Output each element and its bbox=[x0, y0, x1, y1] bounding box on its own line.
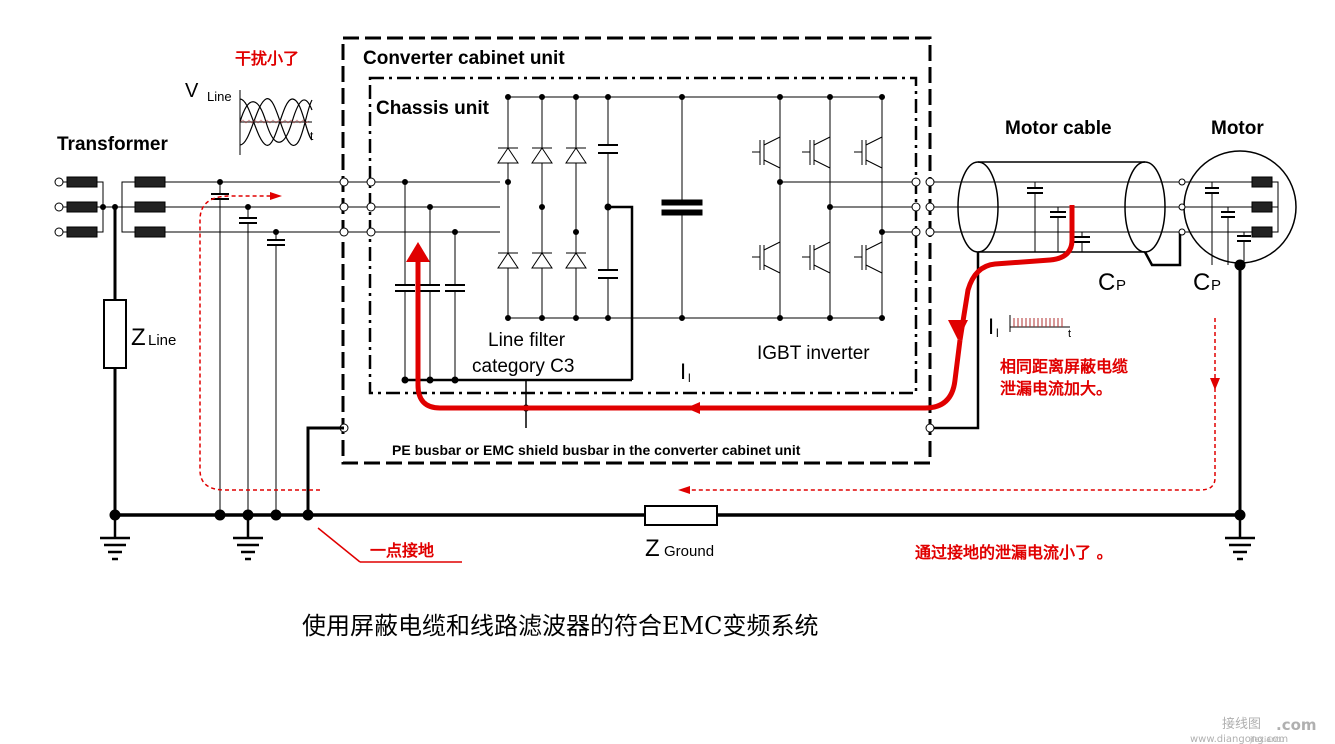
il2-subscript: l bbox=[996, 326, 999, 340]
pulse-time-label: t bbox=[1068, 328, 1071, 340]
annotation-leakage-ground: 通过接地的泄漏电流小了 。 bbox=[915, 543, 1113, 562]
motor-symbol bbox=[1178, 150, 1297, 515]
dc-link-capacitors bbox=[598, 94, 703, 380]
rectifier-bridge bbox=[497, 94, 882, 321]
line-filter-label: Line filter bbox=[488, 330, 566, 351]
il2-label: I bbox=[988, 314, 994, 339]
earth-symbols bbox=[100, 515, 1255, 561]
annotation-less-interference: 干扰小了 bbox=[235, 49, 299, 68]
cp2-subscript: P bbox=[1211, 277, 1221, 294]
watermark-domain: .com bbox=[1276, 716, 1317, 734]
zline-label: Z bbox=[131, 324, 146, 351]
waveform-time-label: t bbox=[310, 129, 314, 143]
ground-busbar bbox=[109, 380, 1246, 526]
igbt-label: IGBT inverter bbox=[757, 343, 870, 364]
cp1-subscript: P bbox=[1116, 277, 1126, 294]
line-filter-category: category C3 bbox=[472, 356, 574, 377]
zground-label: Z bbox=[645, 535, 660, 562]
annotation-single-point-ground: 一点接地 bbox=[370, 541, 434, 560]
il-subscript: l bbox=[688, 371, 691, 385]
vline-label: V bbox=[185, 80, 199, 102]
motor-cable-label: Motor cable bbox=[1005, 118, 1112, 139]
converter-cabinet-label: Converter cabinet unit bbox=[363, 48, 565, 69]
line-filter bbox=[395, 179, 632, 384]
diagram-caption: 使用屏蔽电缆和线路滤波器的符合EMC变频系统 bbox=[302, 612, 818, 640]
cp2-label: C bbox=[1193, 269, 1210, 296]
converter-cabinet-outline bbox=[341, 36, 932, 465]
watermark-sub: jiexiantu bbox=[1249, 735, 1284, 744]
vline-waveform bbox=[239, 90, 313, 155]
cp1-label: C bbox=[1098, 269, 1115, 296]
watermark-url: www.diangong.com bbox=[1190, 734, 1288, 744]
zline-subscript: Line bbox=[148, 332, 176, 349]
transformer-label: Transformer bbox=[57, 134, 168, 155]
pe-busbar-label: PE busbar or EMC shield busbar in the co… bbox=[392, 442, 801, 458]
igbt-inverter bbox=[752, 94, 912, 321]
zground-subscript: Ground bbox=[664, 543, 714, 560]
vline-subscript: Line bbox=[207, 89, 232, 104]
watermark-logo: 接线图 bbox=[1222, 716, 1261, 732]
line-capacitors bbox=[211, 179, 285, 515]
motor-label: Motor bbox=[1211, 118, 1264, 139]
pulse-waveform bbox=[1009, 315, 1070, 332]
supply-lines bbox=[165, 181, 340, 233]
chassis-unit-label: Chassis unit bbox=[376, 98, 490, 119]
il-label: I bbox=[680, 359, 686, 384]
zline-impedance bbox=[103, 299, 127, 515]
annotation-leakage-increase-1: 相同距离屏蔽电缆 bbox=[1000, 357, 1128, 376]
motor-cable bbox=[934, 161, 1182, 430]
leakage-current-path bbox=[199, 192, 1220, 563]
transformer-symbol bbox=[54, 176, 166, 300]
annotation-leakage-increase-2: 泄漏电流加大。 bbox=[1000, 379, 1112, 398]
